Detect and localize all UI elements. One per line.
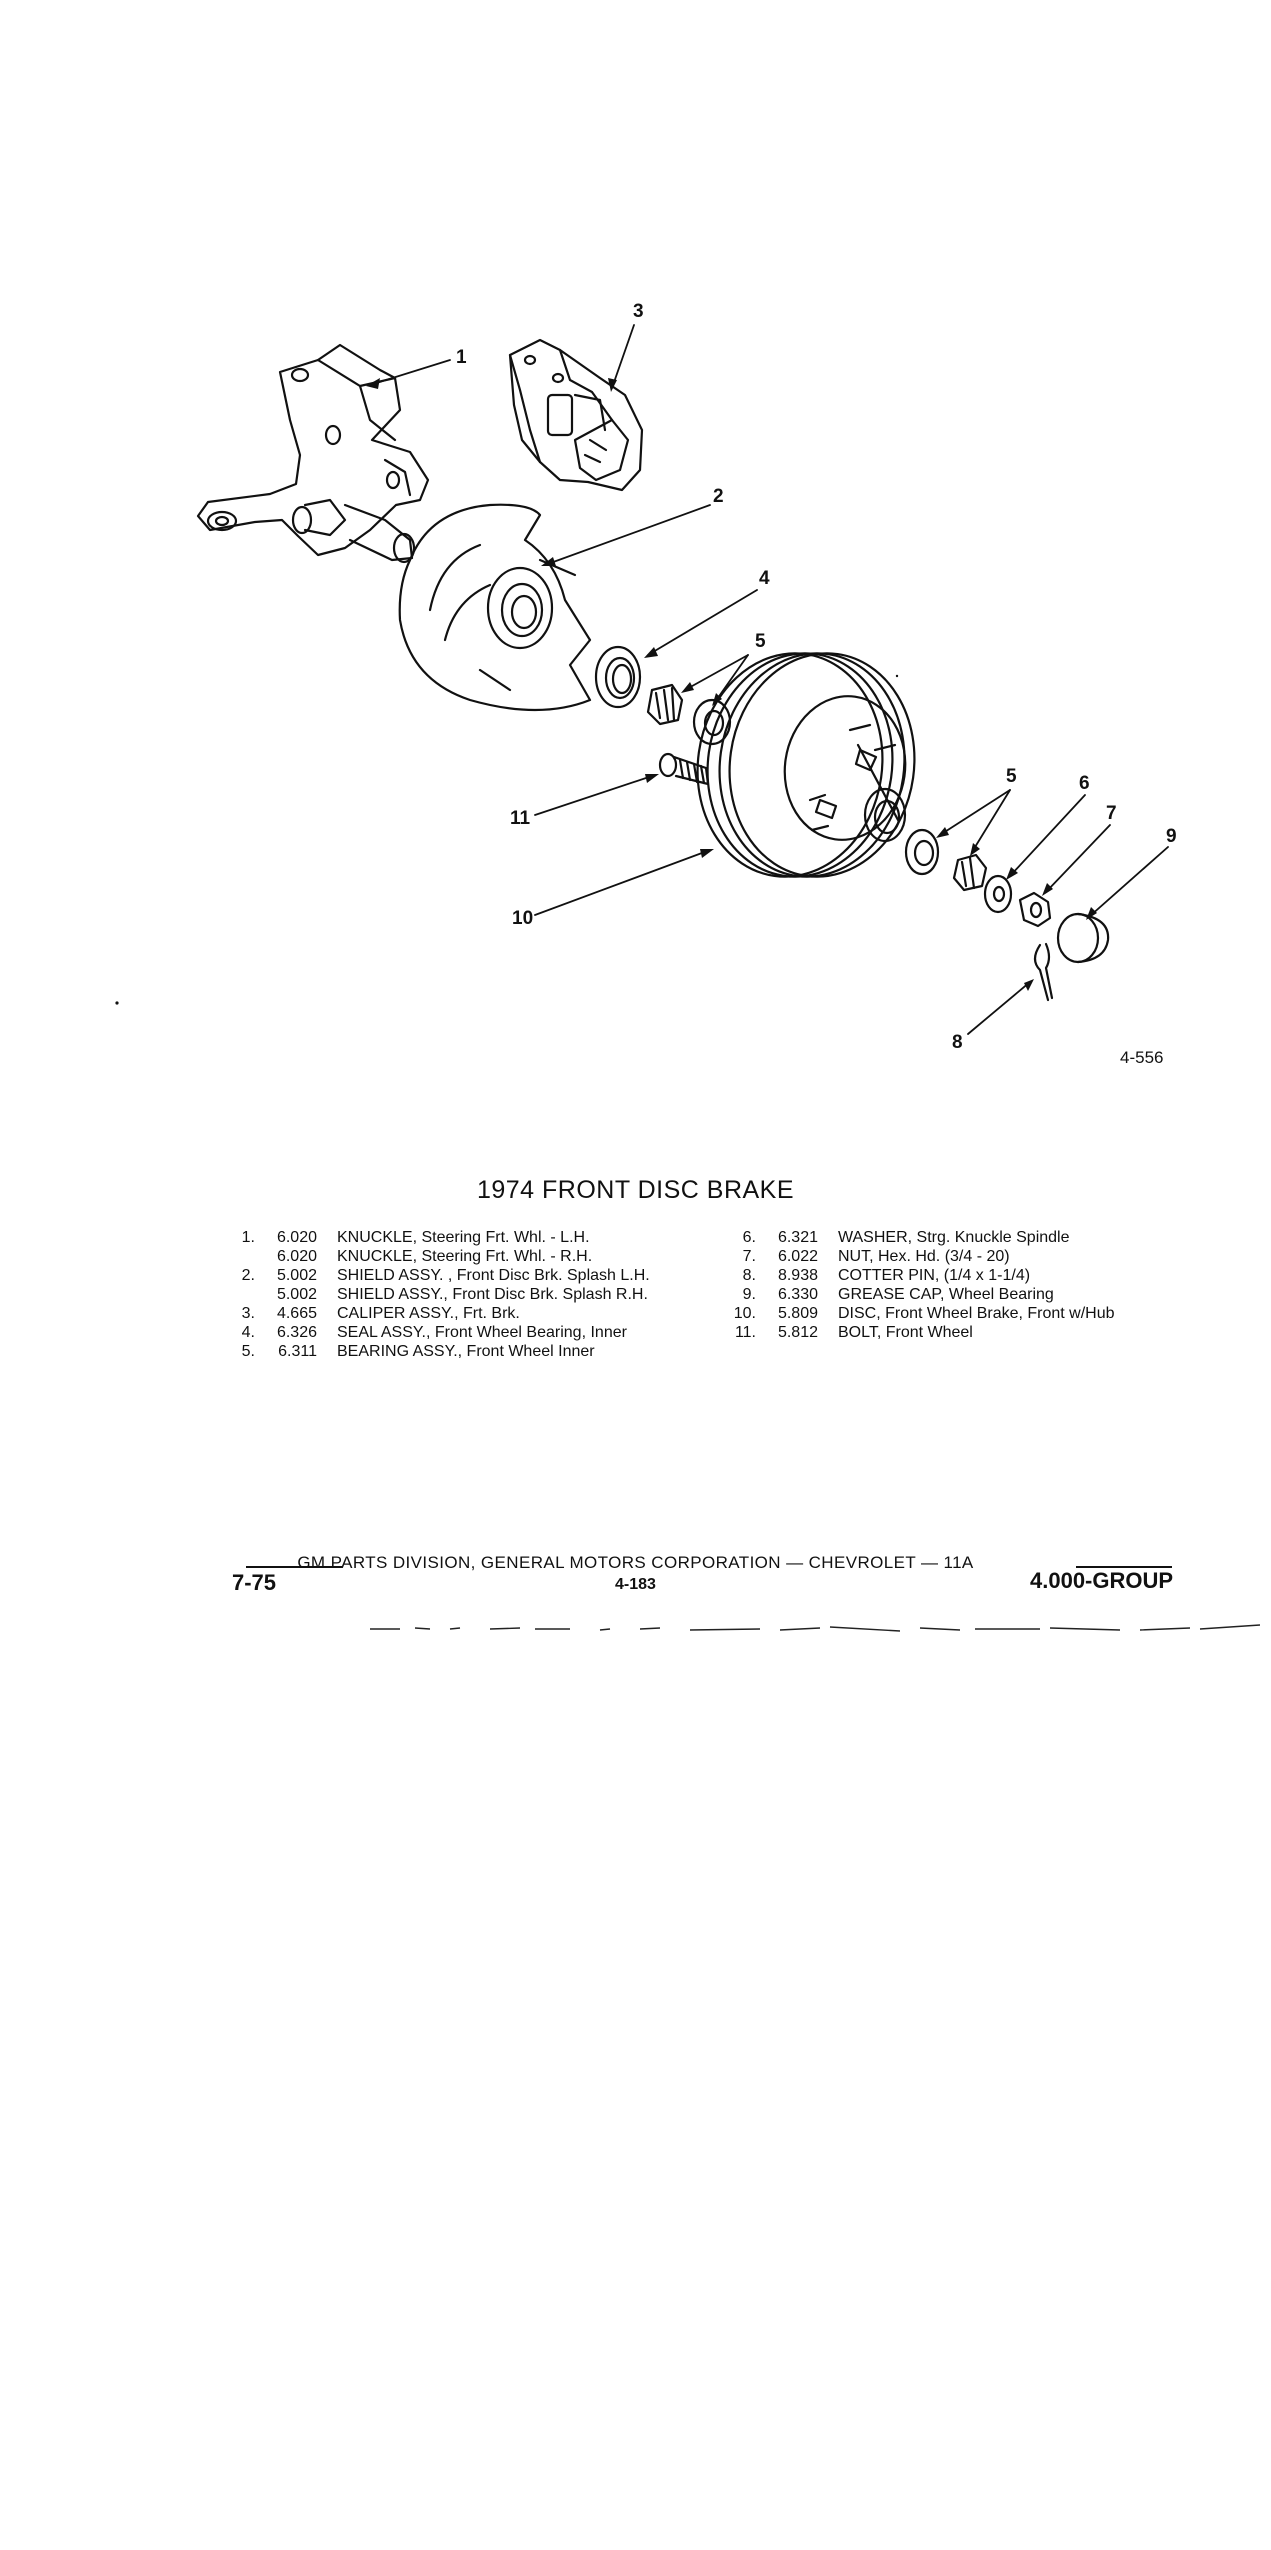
parts-row: 7. 6.022 NUT, Hex. Hd. (3/4 - 20) — [726, 1247, 1115, 1266]
part-number — [225, 1247, 255, 1266]
parts-row: 5. 6.311 BEARING ASSY., Front Wheel Inne… — [225, 1342, 650, 1361]
parts-list-right: 6. 6.321 WASHER, Strg. Knuckle Spindle 7… — [726, 1228, 1115, 1342]
parts-row: 3. 4.665 CALIPER ASSY., Frt. Brk. — [225, 1304, 650, 1323]
callout-10: 10 — [512, 908, 533, 929]
part-description: BOLT, Front Wheel — [838, 1324, 973, 1341]
callout-1: 1 — [456, 347, 467, 368]
parts-row: 10. 5.809 DISC, Front Wheel Brake, Front… — [726, 1304, 1115, 1323]
callout-9: 9 — [1166, 826, 1177, 847]
wheel-bolt-part — [658, 752, 710, 786]
part-description: KNUCKLE, Steering Frt. Whl. - L.H. — [337, 1229, 590, 1246]
part-number: 7. — [742, 1248, 756, 1265]
callout-arrowheads — [366, 378, 1097, 991]
callout-2: 2 — [713, 486, 724, 507]
part-description: WASHER, Strg. Knuckle Spindle — [838, 1229, 1070, 1246]
part-number: 10. — [733, 1305, 756, 1322]
caliper-part — [508, 338, 644, 492]
part-description: COTTER PIN, (1/4 x 1-1/4) — [838, 1267, 1031, 1284]
part-number: 1. — [241, 1229, 255, 1246]
part-description: SHIELD ASSY. , Front Disc Brk. Splash L.… — [337, 1267, 650, 1284]
callout-3: 3 — [633, 301, 644, 322]
footer-date-code: 7-75 — [232, 1570, 277, 1595]
part-code: 4.665 — [276, 1305, 317, 1322]
grease-cap-part — [1056, 912, 1110, 964]
scan-artifact-streak — [370, 1624, 1260, 1632]
part-number: 9. — [742, 1286, 756, 1303]
outer-bearing-part — [904, 828, 988, 892]
callout-7: 7 — [1106, 803, 1117, 824]
part-description: GREASE CAP, Wheel Bearing — [838, 1286, 1054, 1303]
part-description: SHIELD ASSY., Front Disc Brk. Splash R.H… — [337, 1286, 648, 1303]
part-description: DISC, Front Wheel Brake, Front w/Hub — [838, 1305, 1115, 1322]
part-description: CALIPER ASSY., Frt. Brk. — [337, 1305, 520, 1322]
parts-row: 11. 5.812 BOLT, Front Wheel — [726, 1323, 1115, 1342]
part-number: 4. — [241, 1324, 255, 1341]
part-code: 6.330 — [777, 1286, 818, 1303]
figure-reference: 4-556 — [1120, 1048, 1164, 1067]
part-number: 8. — [742, 1267, 756, 1284]
footer-rule-right — [1076, 1566, 1172, 1568]
part-code: 6.326 — [276, 1324, 317, 1341]
footer-page-number: 4-183 — [615, 1576, 656, 1593]
part-code: 6.311 — [278, 1343, 317, 1360]
part-code: 6.321 — [777, 1229, 818, 1246]
callout-5-inner: 5 — [755, 631, 766, 652]
footer-rule-left — [246, 1566, 342, 1568]
parts-row: 6. 6.321 WASHER, Strg. Knuckle Spindle — [726, 1228, 1115, 1247]
part-code: 6.022 — [777, 1248, 818, 1265]
inner-seal-part — [594, 645, 642, 709]
part-code: 6.020 — [276, 1248, 317, 1265]
brake-disc-part — [696, 652, 916, 878]
part-code: 8.938 — [777, 1267, 818, 1284]
callout-8: 8 — [952, 1032, 963, 1053]
steering-knuckle-part — [196, 343, 430, 564]
parts-row: 8. 8.938 COTTER PIN, (1/4 x 1-1/4) — [726, 1266, 1115, 1285]
callout-6: 6 — [1079, 773, 1090, 794]
parts-row: 9. 6.330 GREASE CAP, Wheel Bearing — [726, 1285, 1115, 1304]
part-number: 11. — [734, 1324, 756, 1341]
part-code: 6.020 — [276, 1229, 317, 1246]
splash-shield-part — [398, 503, 592, 712]
callout-11: 11 — [510, 808, 531, 829]
inner-bearing-part — [646, 683, 732, 746]
callout-leader-lines — [369, 324, 1169, 1035]
cotter-pin-part — [1033, 942, 1054, 1002]
nut-part — [1018, 891, 1052, 928]
callout-5-outer: 5 — [1006, 766, 1017, 787]
footer-group: 4.000-GROUP — [1030, 1568, 1174, 1593]
exploded-view-diagram: 1 2 3 4 5 5 6 7 8 9 10 11 — [115, 301, 1177, 1053]
scan-speck — [115, 1001, 119, 1005]
part-number: 2. — [241, 1267, 255, 1284]
washer-part — [983, 874, 1013, 914]
part-number — [225, 1285, 255, 1304]
page-title: 1974 FRONT DISC BRAKE — [476, 1176, 795, 1204]
part-code: 5.812 — [777, 1324, 818, 1341]
parts-row: 1. 6.020 KNUCKLE, Steering Frt. Whl. - L… — [225, 1228, 650, 1247]
part-code: 5.002 — [276, 1267, 317, 1284]
footer-publisher: GM PARTS DIVISION, GENERAL MOTORS CORPOR… — [297, 1553, 974, 1572]
part-number: 5. — [241, 1343, 255, 1360]
parts-list-left: 1. 6.020 KNUCKLE, Steering Frt. Whl. - L… — [225, 1228, 650, 1361]
part-description: NUT, Hex. Hd. (3/4 - 20) — [838, 1248, 1010, 1265]
parts-row: 6.020 KNUCKLE, Steering Frt. Whl. - R.H. — [225, 1247, 650, 1266]
part-number: 3. — [241, 1305, 255, 1322]
part-code: 5.809 — [777, 1305, 818, 1322]
part-number: 6. — [742, 1229, 756, 1246]
part-code: 5.002 — [276, 1286, 317, 1303]
part-description: SEAL ASSY., Front Wheel Bearing, Inner — [337, 1324, 627, 1341]
parts-row: 5.002 SHIELD ASSY., Front Disc Brk. Spla… — [225, 1285, 650, 1304]
part-description: BEARING ASSY., Front Wheel Inner — [337, 1343, 595, 1360]
parts-row: 4. 6.326 SEAL ASSY., Front Wheel Bearing… — [225, 1323, 650, 1342]
part-description: KNUCKLE, Steering Frt. Whl. - R.H. — [337, 1248, 593, 1265]
parts-row: 2. 5.002 SHIELD ASSY. , Front Disc Brk. … — [225, 1266, 650, 1285]
callout-4: 4 — [759, 568, 770, 589]
scan-speck — [895, 674, 899, 678]
